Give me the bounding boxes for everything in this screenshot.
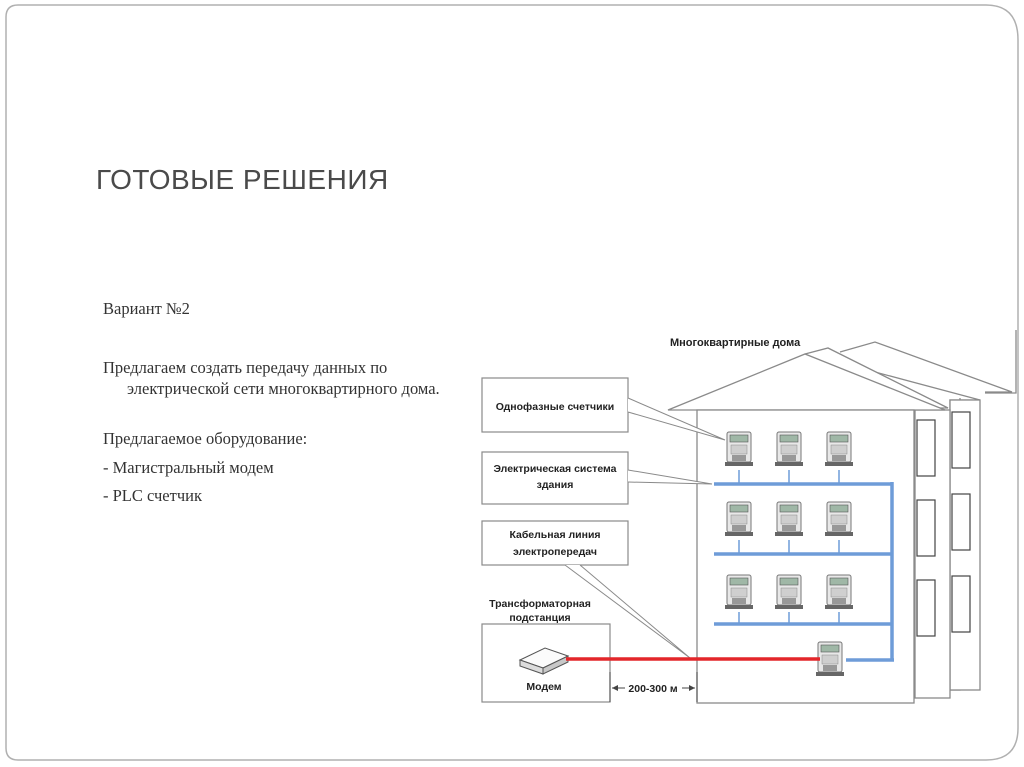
callout-meters-text: Однофазные счетчики bbox=[496, 401, 615, 413]
proposal-paragraph: Предлагаем создать передачу данных по эл… bbox=[103, 358, 440, 398]
meter-icon bbox=[774, 574, 804, 610]
meter-icon bbox=[724, 431, 754, 467]
callout-building-system: Электрическая система здания bbox=[481, 451, 713, 505]
equipment-heading: Предлагаемое оборудование: bbox=[103, 429, 308, 448]
substation-label-line1: Трансформаторная bbox=[489, 598, 591, 610]
callout-meters: Однофазные счетчики bbox=[481, 377, 726, 441]
substation-label-line2: подстанция bbox=[509, 612, 570, 624]
callout-system-line2: здания bbox=[537, 479, 574, 491]
equipment-item-meter: - PLC счетчик bbox=[103, 486, 202, 505]
meter-drops bbox=[738, 470, 840, 624]
equipment-item-modem: - Магистральный модем bbox=[103, 458, 274, 477]
variant-label: Вариант №2 bbox=[103, 299, 190, 318]
meter-icon bbox=[824, 574, 854, 610]
modem-icon bbox=[518, 647, 570, 675]
meter-icon bbox=[724, 501, 754, 537]
distance-label: 200-300 м bbox=[628, 683, 677, 695]
callout-cable-line2: электропередач bbox=[513, 546, 597, 558]
meter-icon bbox=[724, 574, 754, 610]
building-back-2 bbox=[829, 359, 981, 691]
slide-title: ГОТОВЫЕ РЕШЕНИЯ bbox=[96, 164, 389, 195]
diagram-heading: Многоквартирные дома bbox=[670, 337, 801, 349]
building-front bbox=[667, 353, 946, 704]
plc-meter-icon bbox=[815, 641, 845, 677]
meter-icon bbox=[774, 501, 804, 537]
meter-icon bbox=[824, 431, 854, 467]
callout-cable-line: Кабельная линия электропередач bbox=[481, 520, 691, 659]
meter-icon bbox=[774, 431, 804, 467]
meter-icon bbox=[824, 501, 854, 537]
callout-cable-line1: Кабельная линия bbox=[509, 529, 600, 541]
building-back-1 bbox=[804, 347, 951, 699]
building-back-3 bbox=[839, 330, 1017, 394]
callout-system-line1: Электрическая система bbox=[493, 463, 616, 475]
modem-label: Модем bbox=[526, 681, 561, 693]
building-electrical-network bbox=[714, 482, 894, 662]
distance-marker: 200-300 м bbox=[609, 672, 698, 702]
